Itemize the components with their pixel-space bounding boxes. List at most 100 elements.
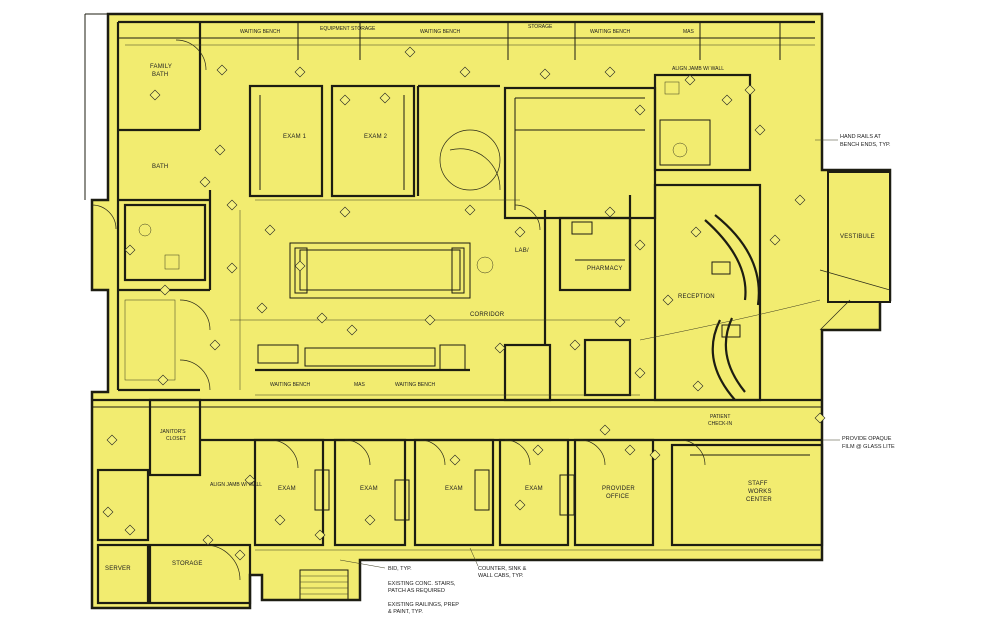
room-labels: FAMILY BATH BATH EXAM 1 EXAM 2 LAB/ PHAR… [105, 64, 875, 572]
mas-label: MAS [683, 29, 695, 35]
keynote-diamond [494, 342, 506, 354]
room-label-exam-4: EXAM [360, 486, 378, 492]
keynote-diamond [459, 66, 471, 78]
keynote-diamond [316, 312, 328, 324]
keynote-diamond [634, 367, 646, 379]
keynote-diamond [404, 46, 416, 58]
keynote-diamond [214, 144, 226, 156]
room-label-bath: BATH [152, 164, 168, 170]
room-label-exam-5: EXAM [445, 486, 463, 492]
keynote-tags [102, 46, 826, 561]
room-label-corridor: CORRIDOR [470, 312, 505, 318]
keynote-diamond [124, 244, 136, 256]
keynote-diamond [684, 74, 696, 86]
room-label-lab: LAB/ [515, 248, 529, 254]
room-label-janitor-2: CLOSET [166, 436, 186, 442]
keynote-diamond [624, 444, 636, 456]
keynote-diamond [226, 262, 238, 274]
note-existing-stairs-2: PATCH AS REQUIRED [388, 588, 445, 594]
keynote-diamond [314, 529, 326, 541]
keynote-diamond [604, 206, 616, 218]
keynote-diamond [364, 514, 376, 526]
room-label-exam-2: EXAM 2 [364, 134, 388, 140]
keynote-diamond [744, 84, 756, 96]
room-label-exam-3: EXAM [278, 486, 296, 492]
callout-notes: HAND RAILS AT BENCH ENDS, TYP. PROVIDE O… [339, 134, 895, 615]
left-baths [123, 203, 211, 391]
note-hand-rails: HAND RAILS AT [840, 134, 881, 140]
keynote-diamond [234, 549, 246, 561]
note-existing-railing: EXISTING RAILINGS, PREP [388, 602, 459, 608]
central-core [289, 242, 494, 299]
bench-labels: WAITING BENCH WAITING BENCH WAITING BENC… [210, 24, 724, 488]
keynote-diamond [424, 314, 436, 326]
note-counter: COUNTER, SINK & [478, 566, 527, 572]
exam-block-lower [253, 438, 824, 547]
keynote-diamond [662, 294, 674, 306]
pharmacy-area [543, 195, 632, 345]
keynote-diamond [202, 534, 214, 546]
room-label-family-bath-2: BATH [152, 72, 168, 78]
room-label-family-bath: FAMILY [150, 64, 172, 70]
stairs [299, 569, 349, 601]
keynote-diamond [264, 224, 276, 236]
keynote-diamond [634, 239, 646, 251]
keynote-diamond [532, 444, 544, 456]
room-label-server: SERVER [105, 566, 131, 572]
room-label-pharmacy: PHARMACY [587, 266, 623, 272]
keynote-diamond [244, 474, 256, 486]
keynote-diamond [690, 226, 702, 238]
room-label-exam-1: EXAM 1 [283, 134, 307, 140]
keynote-diamond [814, 412, 826, 424]
keynote-diamond [346, 324, 358, 336]
room-label-provider-2: OFFICE [606, 494, 629, 500]
door-swings [91, 39, 891, 469]
note-existing-stairs: EXISTING CONC. STAIRS, [388, 581, 456, 587]
note-provide-opaque: PROVIDE OPAQUE [842, 436, 892, 442]
note-hand-rails-2: BENCH ENDS, TYP. [840, 142, 891, 148]
keynote-diamond [794, 194, 806, 206]
storage-label: STORAGE [528, 24, 553, 30]
keynote-diamond [124, 524, 136, 536]
equipment-storage-label: EQUIPMENT STORAGE [320, 26, 376, 32]
waiting-bench-label: WAITING BENCH [240, 29, 280, 35]
room-label-staff: STAFF [748, 481, 768, 487]
keynote-diamond [339, 206, 351, 218]
room-label-staff-3: CENTER [746, 497, 772, 503]
exam-block-upper [248, 84, 501, 198]
keynote-diamond [216, 64, 228, 76]
room-label-staff-2: WORKS [748, 489, 772, 495]
align-jamb-label: ALIGN JAMB W/ WALL [672, 66, 724, 72]
keynote-diamond [614, 316, 626, 328]
note-existing-railing-2: & PAINT, TYP. [388, 609, 423, 615]
align-jamb-label: ALIGN JAMB W/ WALL [210, 482, 262, 488]
room-label-patient: PATIENT [710, 414, 730, 420]
keynote-diamond [209, 339, 221, 351]
keynote-diamond [769, 234, 781, 246]
keynote-diamond [449, 454, 461, 466]
floor-fill [90, 12, 892, 610]
keynote-diamond [102, 506, 114, 518]
keynote-diamond [274, 514, 286, 526]
keynote-diamond [692, 380, 704, 392]
toilet-room-right [653, 73, 752, 172]
janitor-walls [148, 398, 202, 477]
keynote-diamond [157, 374, 169, 386]
keynote-diamond [514, 499, 526, 511]
waiting-bench-label: WAITING BENCH [395, 382, 435, 388]
keynote-diamond [294, 260, 306, 272]
keynote-diamond [149, 89, 161, 101]
keynote-diamond [226, 199, 238, 211]
room-label-janitor: JANITOR'S [160, 429, 186, 435]
waiting-bench-label: WAITING BENCH [590, 29, 630, 35]
keynote-diamond [464, 204, 476, 216]
keynote-diamond [339, 94, 351, 106]
lower-waiting [255, 338, 632, 402]
keynote-diamond [379, 92, 391, 104]
note-bid: BID, TYP. [388, 566, 412, 572]
reception-desk [639, 183, 821, 402]
keynote-diamond [539, 68, 551, 80]
keynote-diamond [604, 66, 616, 78]
mas-label: MAS [354, 382, 366, 388]
